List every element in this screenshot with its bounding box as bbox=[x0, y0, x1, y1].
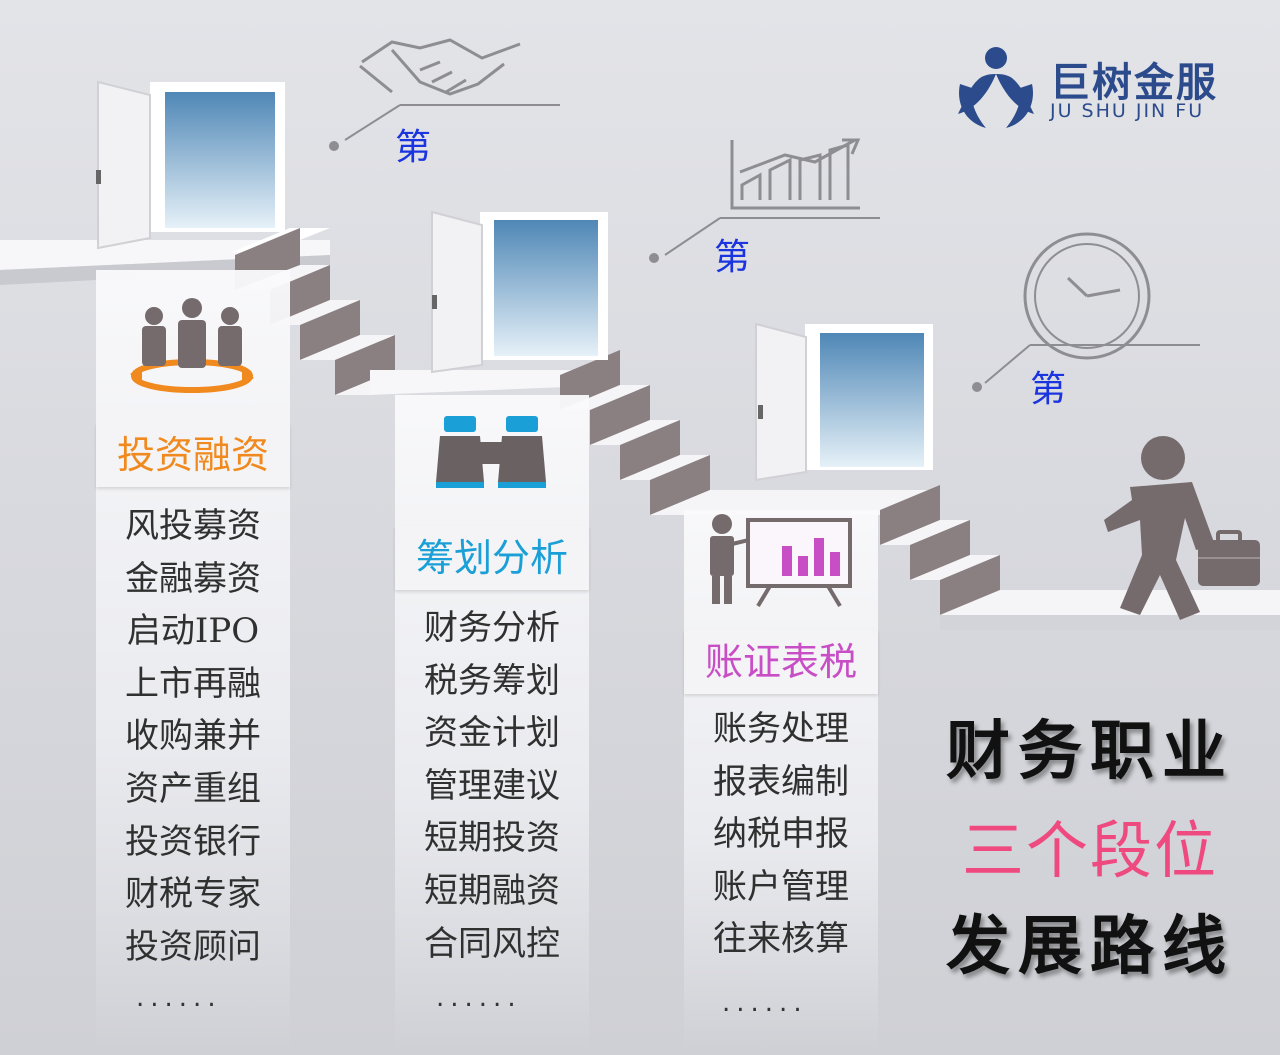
list-item: 收购兼并 bbox=[125, 716, 261, 757]
list-item: 投资银行 bbox=[125, 821, 261, 862]
stage-label-1: 第 bbox=[395, 127, 432, 168]
growth-chart-icon bbox=[730, 138, 861, 210]
brand-logo: 巨树金服 JU SHU JIN FU bbox=[950, 38, 1250, 138]
list-item: 账务处理 bbox=[713, 709, 849, 749]
list-item: 报表编制 bbox=[713, 761, 849, 802]
column-title-planning: 筹划分析 bbox=[395, 526, 589, 590]
brand-name: 巨树金服 bbox=[1050, 60, 1218, 106]
list-item: 财税专家 bbox=[125, 874, 261, 915]
column-investment-financing bbox=[96, 270, 290, 1050]
stage-label-3: 第 bbox=[1030, 369, 1067, 410]
presentation-chart-icon bbox=[710, 514, 852, 608]
column-planning-analysis bbox=[395, 395, 589, 1050]
binoculars-icon bbox=[436, 416, 546, 488]
headline-line-1: 财务职业 bbox=[946, 715, 1234, 789]
column-title-text: 筹划分析 bbox=[415, 536, 568, 580]
list-item: 纳税申报 bbox=[713, 814, 849, 855]
briefcase-icon bbox=[1198, 530, 1260, 586]
list-item: 往来核算 bbox=[713, 919, 849, 960]
headline-line-2: 三个段位 bbox=[961, 814, 1218, 887]
list-item: 资产重组 bbox=[125, 768, 261, 809]
list-item: 财务分析 bbox=[424, 608, 560, 648]
list-item: 金融募资 bbox=[125, 558, 261, 599]
walking-businessman-icon bbox=[1104, 436, 1215, 620]
column-title-investment: 投资融资 bbox=[96, 423, 290, 487]
brand-pinyin: JU SHU JIN FU bbox=[1050, 100, 1205, 122]
stair-flight-2 bbox=[560, 350, 940, 515]
list-item: 合同风控 bbox=[424, 923, 560, 964]
column-title-accounting: 账证表税 bbox=[684, 630, 878, 694]
handshake-icon bbox=[359, 38, 521, 96]
tree-logo-icon bbox=[958, 47, 1034, 128]
list-planning: 财务分析 税务筹划 资金计划 管理建议 短期投资 短期融资 合同风控 bbox=[395, 602, 589, 970]
list-item: 风投募资 bbox=[125, 506, 261, 546]
list-item: 短期融资 bbox=[424, 870, 560, 911]
clock-icon bbox=[1023, 232, 1151, 360]
door-icon bbox=[96, 80, 285, 250]
door-icon bbox=[755, 322, 933, 482]
list-item: 短期投资 bbox=[424, 818, 560, 859]
door-icon bbox=[431, 210, 608, 374]
more-ellipsis: ...... bbox=[436, 983, 522, 1013]
list-accounting: 账务处理 报表编制 纳税申报 账户管理 往来核算 bbox=[684, 703, 878, 966]
list-item: 资金计划 bbox=[424, 713, 560, 754]
list-item: 管理建议 bbox=[424, 765, 560, 806]
business-team-icon bbox=[130, 298, 254, 393]
list-item: 税务筹划 bbox=[424, 660, 560, 701]
column-title-text: 账证表税 bbox=[704, 640, 857, 684]
column-title-text: 投资融资 bbox=[116, 433, 269, 477]
headline-line-3: 发展路线 bbox=[946, 910, 1234, 984]
more-ellipsis: ...... bbox=[136, 983, 222, 1013]
list-item: 投资顾问 bbox=[125, 926, 261, 967]
stage-label-2: 第 bbox=[714, 237, 751, 278]
list-item: 上市再融 bbox=[125, 663, 261, 704]
list-item: 账户管理 bbox=[713, 866, 849, 907]
list-investment: 风投募资 金融募资 启动IPO 上市再融 收购兼并 资产重组 投资银行 财税专家… bbox=[96, 500, 290, 973]
middle-landing bbox=[370, 370, 615, 395]
list-item: 启动IPO bbox=[126, 611, 260, 652]
more-ellipsis: ...... bbox=[722, 988, 808, 1018]
